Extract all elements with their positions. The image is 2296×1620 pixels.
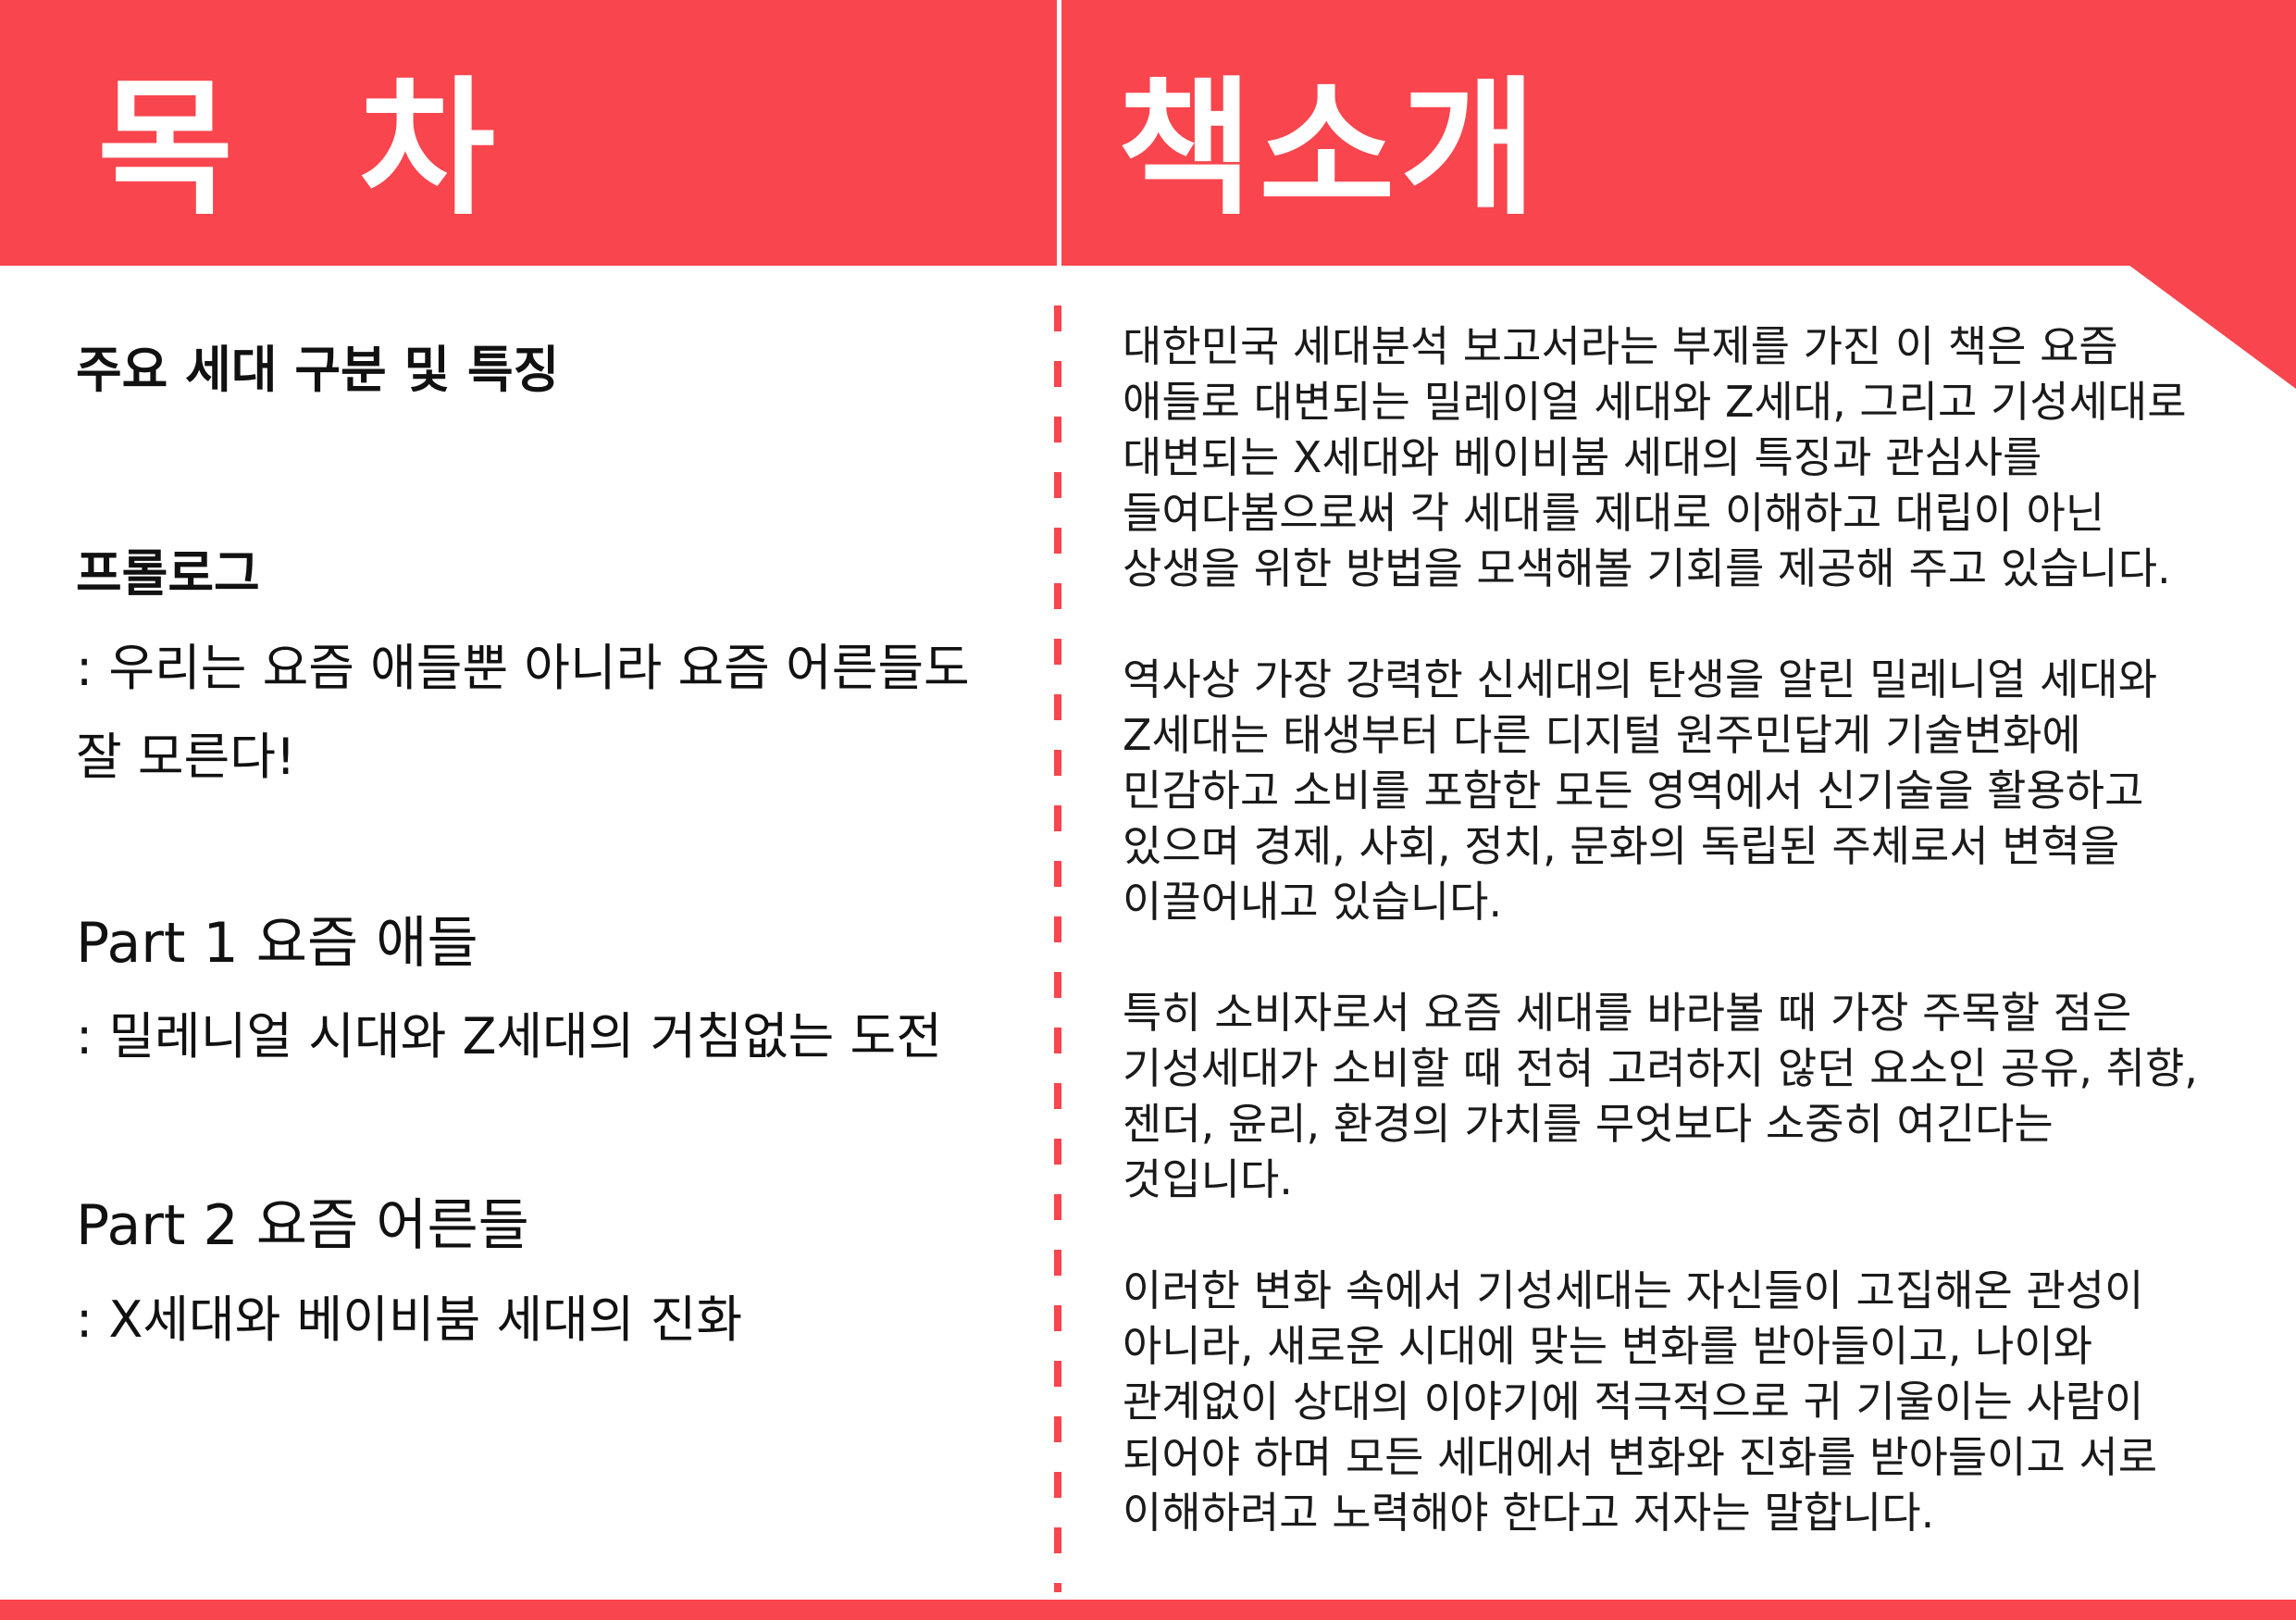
toc-title: 목 차 bbox=[97, 62, 533, 235]
intro-line: 애들로 대변되는 밀레이얼 세대와 Z세대, 그리고 기성세대로 bbox=[1123, 377, 2187, 427]
intro-line: 관계없이 상대의 이야기에 적극적으로 귀 기울이는 사람이 bbox=[1123, 1377, 2144, 1427]
toc-item-part-1-subtitle: : 밀레니얼 시대와 Z세대의 거침없는 도전 bbox=[76, 1007, 942, 1065]
intro-line: 역사상 가장 강력한 신세대의 탄생을 알린 밀레니얼 세대와 bbox=[1123, 654, 2158, 704]
intro-line: 민감하고 소비를 포함한 모든 영역에서 신기술을 활용하고 bbox=[1123, 766, 2144, 816]
intro-line: 특히 소비자로서 요즘 세대를 바라볼 때 가장 주목할 점은 bbox=[1123, 988, 2132, 1038]
header-band bbox=[0, 0, 2296, 266]
toc-item-part-1: Part 1 요즘 애들 bbox=[76, 911, 478, 976]
intro-line: 이러한 변화 속에서 기성세대는 자신들이 고집해온 관성이 bbox=[1123, 1265, 2144, 1315]
intro-line: 기성세대가 소비할 때 전혀 고려하지 않던 요소인 공유, 취향, bbox=[1123, 1043, 2198, 1093]
intro-line: 것입니다. bbox=[1123, 1154, 1293, 1204]
header-divider bbox=[1057, 0, 1061, 266]
intro-line: 대변되는 X세대와 베이비붐 세대의 특징과 관심사를 bbox=[1123, 432, 2042, 482]
intro-line: 젠더, 윤리, 환경의 가치를 무엇보다 소중히 여긴다는 bbox=[1123, 1099, 2054, 1149]
intro-line: 들여다봄으로써 각 세대를 제대로 이해하고 대립이 아닌 bbox=[1123, 488, 2105, 538]
intro-title: 책소개 bbox=[1117, 62, 1543, 235]
intro-line: Z세대는 태생부터 다른 디지털 원주민답게 기술변화에 bbox=[1123, 710, 2081, 760]
intro-line: 되어야 하며 모든 세대에서 변화와 진화를 받아들이고 서로 bbox=[1123, 1432, 2158, 1482]
toc-item-prologue: 프롤로그 bbox=[76, 544, 260, 603]
corner-tab bbox=[2128, 265, 2296, 389]
intro-line: 이끌어내고 있습니다. bbox=[1123, 877, 1503, 927]
intro-line: 이해하려고 노력해야 한다고 저자는 말합니다. bbox=[1123, 1488, 1935, 1538]
toc-item-prologue-subtitle-1: : 우리는 요즘 애들뿐 아니라 요즘 어른들도 bbox=[76, 639, 970, 697]
intro-line: 아니라, 새로운 시대에 맞는 변화를 받아들이고, 나이와 bbox=[1123, 1321, 2093, 1371]
toc-item-part-2-subtitle: : X세대와 베이비붐 세대의 진화 bbox=[76, 1290, 743, 1349]
toc-item-prologue-subtitle-2: 잘 모른다! bbox=[76, 728, 296, 786]
bottom-rule bbox=[0, 1600, 2296, 1620]
toc-item-generation-overview: 주요 세대 구분 및 특징 bbox=[76, 341, 560, 399]
dashed-divider bbox=[1054, 305, 1061, 1592]
intro-line: 대한민국 세대분석 보고서라는 부제를 가진 이 책은 요즘 bbox=[1123, 321, 2118, 371]
toc-item-part-2: Part 2 요즘 어른들 bbox=[76, 1193, 529, 1258]
intro-line: 있으며 경제, 사회, 정치, 문화의 독립된 주체로서 변혁을 bbox=[1123, 821, 2120, 871]
intro-line: 상생을 위한 방법을 모색해볼 기회를 제공해 주고 있습니다. bbox=[1123, 543, 2171, 593]
